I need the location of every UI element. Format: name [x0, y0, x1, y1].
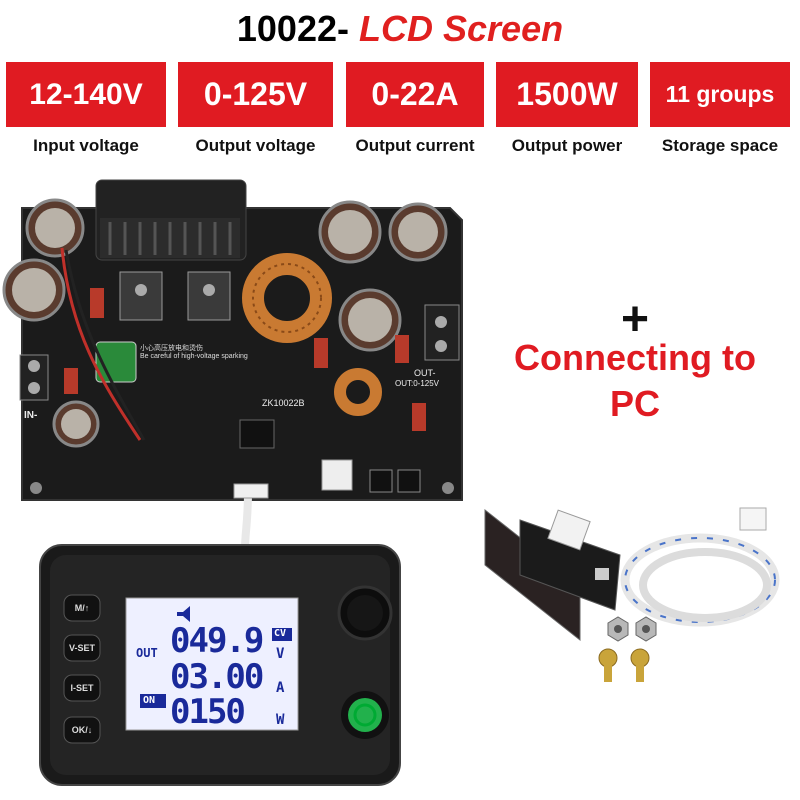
lcd-mode-badge: CV [274, 628, 287, 639]
pcb-board [2, 179, 463, 549]
spec-label: Input voltage [33, 136, 139, 155]
board-in-label: IN- [24, 410, 38, 421]
spec-input-voltage: 12-140V Input voltage [6, 62, 166, 172]
lcd-voltage-value: 049.9 [170, 621, 264, 661]
spec-label: Output power [511, 136, 623, 155]
spec-value: 0-22A [346, 62, 484, 127]
spec-output-current: 0-22A Output current [346, 62, 484, 172]
lcd-out-label: OUT [136, 646, 158, 660]
spec-value: 0-125V [178, 62, 333, 127]
spec-output-power: 1500W Output power [496, 62, 638, 172]
spec-value: 12-140V [6, 62, 166, 127]
spec-output-voltage: 0-125V Output voltage [178, 62, 333, 172]
spec-value: 11 groups [650, 62, 790, 127]
lcd-voltage-unit: V [276, 646, 285, 662]
connecting-line-1: Connecting to [514, 337, 756, 378]
lcd-current-value: 03.00 [170, 657, 264, 697]
spec-label: Output voltage [195, 136, 316, 155]
board-warning-en: Be careful of high-voltage sparking [140, 353, 248, 360]
board-warning: 小心高压放电和烫伤 Be careful of high-voltage spa… [140, 343, 310, 360]
screws-and-nuts [598, 616, 657, 682]
model-number: 10022- [236, 8, 349, 49]
lcd-on-label: ON [143, 695, 156, 706]
spec-label: Output current [355, 136, 475, 155]
plus-sign: + [620, 293, 650, 346]
ok-down-button[interactable]: OK/↓ [71, 725, 93, 735]
i-set-button[interactable]: I-SET [70, 683, 94, 693]
spec-value: 1500W [496, 62, 638, 127]
spec-row: 12-140V Input voltage 0-125V Output volt… [6, 62, 796, 172]
lcd-screen-label: LCD Screen [359, 8, 564, 49]
connecting-to-pc-text: Connecting to PC [475, 335, 795, 427]
board-out-label: OUT- [414, 368, 436, 378]
usb-cable [620, 507, 780, 627]
product-title: 10022- LCD Screen [0, 8, 800, 50]
board-warning-cn: 小心高压放电和烫伤 [140, 345, 203, 352]
connecting-line-2: PC [609, 383, 660, 424]
lcd-power-value: 0150 [170, 692, 246, 732]
v-set-button[interactable]: V-SET [68, 643, 95, 653]
lcd-current-unit: A [276, 680, 285, 696]
board-model-label: ZK10022B [262, 398, 305, 408]
menu-up-button[interactable]: M/↑ [74, 603, 90, 613]
board-out-range: OUT:0-125V [395, 379, 440, 388]
lcd-display-unit [39, 544, 401, 786]
pc-connector-module [484, 508, 621, 642]
spec-storage-space: 11 groups Storage space [650, 62, 790, 172]
spec-label: Storage space [661, 136, 779, 155]
lcd-power-unit: W [276, 712, 285, 728]
